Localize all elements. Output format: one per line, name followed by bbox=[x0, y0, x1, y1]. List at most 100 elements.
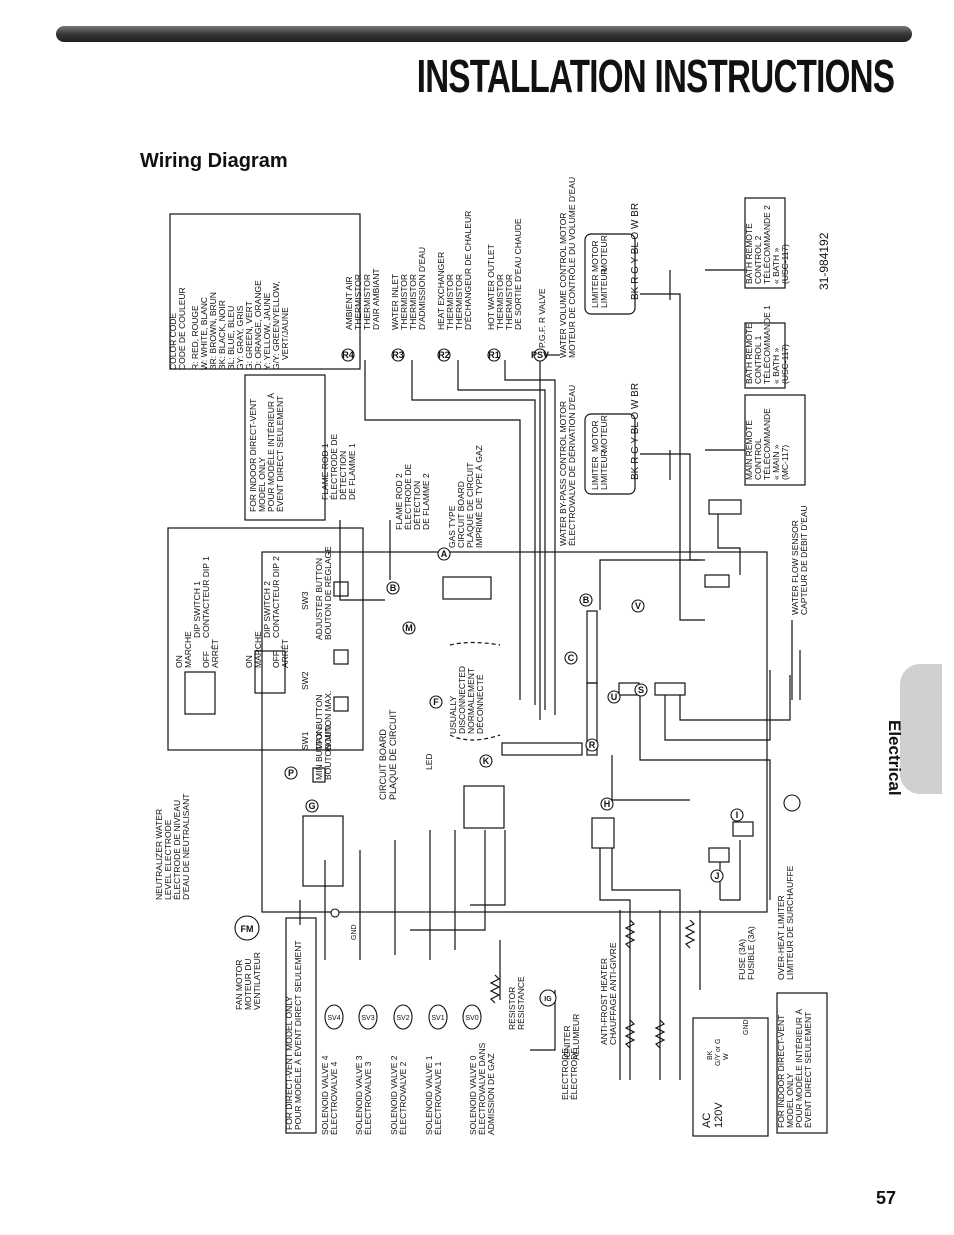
limiter-label-1: LIMITER LIMITEUR bbox=[590, 268, 609, 308]
svg-text:FUSE (3A): FUSE (3A) bbox=[737, 939, 747, 980]
tag-k: K bbox=[483, 756, 490, 766]
svg-text:« BATH »: « BATH » bbox=[771, 348, 781, 384]
dip-switch-2 bbox=[254, 650, 286, 694]
svg-text:HEAT EXCHANGER: HEAT EXCHANGER bbox=[436, 252, 446, 330]
svg-text:THERMISTOR: THERMISTOR bbox=[495, 274, 505, 330]
svg-text:ÉLECTROVALVE DANS: ÉLECTROVALVE DANS bbox=[477, 1042, 487, 1135]
svg-text:LEVEL ELECTRODE: LEVEL ELECTRODE bbox=[163, 819, 173, 900]
svg-text:ELECTRODE: ELECTRODE bbox=[560, 1048, 570, 1100]
svg-text:R: RED, ROUGE: R: RED, ROUGE bbox=[190, 305, 200, 370]
svg-text:ÉLECTROVALVE DE DÉRIVATION D'E: ÉLECTROVALVE DE DÉRIVATION D'EAU bbox=[567, 385, 577, 546]
dip-switch-2-label: ON MARCHE DIP SWITCH 2 CONTACTEUR DIP 2 … bbox=[244, 556, 290, 668]
svg-text:CAPTEUR DE DÉBIT D'EAU: CAPTEUR DE DÉBIT D'EAU bbox=[799, 505, 809, 615]
svg-text:« MAIN »: « MAIN » bbox=[771, 444, 781, 480]
svg-text:NORMALEMENT: NORMALEMENT bbox=[466, 668, 476, 734]
fan-motor-label: FAN MOTOR MOTEUR DU VENTILATEUR bbox=[234, 952, 262, 1010]
sw1-button bbox=[333, 696, 349, 712]
direct-vent-note-box bbox=[285, 917, 317, 1134]
bath-remote-1-box bbox=[744, 322, 786, 389]
svg-text:CHAUFFAGE ANTI-GIVRE: CHAUFFAGE ANTI-GIVRE bbox=[608, 942, 618, 1045]
svg-text:MARCHE: MARCHE bbox=[253, 631, 263, 668]
svg-text:ON: ON bbox=[174, 655, 184, 668]
sv3-tag: SV3 bbox=[361, 1015, 374, 1022]
svg-text:WATER VOLUME CONTROL MOTOR: WATER VOLUME CONTROL MOTOR bbox=[558, 213, 568, 358]
svg-text:ANTI-FROST HEATER: ANTI-FROST HEATER bbox=[599, 958, 609, 1045]
tag-v: V bbox=[635, 601, 641, 611]
svg-text:DE SORTIE D'EAU CHAUDE: DE SORTIE D'EAU CHAUDE bbox=[513, 218, 523, 330]
thermistor-r2-label: HEAT EXCHANGER THERMISTOR THERMISTOR D'É… bbox=[436, 211, 473, 330]
tag-b: B bbox=[390, 583, 397, 593]
ac-plug-box bbox=[692, 1017, 769, 1137]
tag-b2: B bbox=[583, 595, 590, 605]
svg-text:MAX BUTTON: MAX BUTTON bbox=[314, 694, 324, 750]
svg-text:BL: BLUE, BLEU: BL: BLUE, BLEU bbox=[226, 306, 236, 370]
header-bar bbox=[56, 26, 912, 42]
gnd-label-ac: GND bbox=[743, 1019, 750, 1035]
svg-text:G/Y: GREEN/YELLOW,: G/Y: GREEN/YELLOW, bbox=[271, 281, 281, 370]
svg-text:« BATH »: « BATH » bbox=[771, 248, 781, 284]
svg-text:G: GREEN, VERT: G: GREEN, VERT bbox=[244, 301, 254, 370]
page-number: 57 bbox=[875, 1188, 896, 1208]
bypass-motor-box bbox=[584, 413, 636, 495]
gas-type-board-label: GAS TYPE CIRCUIT BOARD PLAQUE DE CIRCUIT… bbox=[447, 445, 484, 548]
bath-remote-2-label: BATH REMOTE CONTROL 2 TÉLÉCOMMANDE 2 « B… bbox=[744, 205, 790, 284]
svg-text:MODEL ONLY: MODEL ONLY bbox=[257, 457, 267, 512]
svg-text:CONTACTEUR DIP 1: CONTACTEUR DIP 1 bbox=[201, 556, 211, 638]
svg-text:ÉLECTRODE DE: ÉLECTRODE DE bbox=[403, 464, 413, 530]
tag-r4: R4 bbox=[342, 350, 354, 360]
thermistor-r4-label: AMBIENT AIR THERMISTOR THERMISTOR D'AIR … bbox=[344, 268, 381, 330]
svg-text:THERMISTOR: THERMISTOR bbox=[353, 274, 363, 330]
svg-text:DE FLAMME 1: DE FLAMME 1 bbox=[347, 443, 357, 500]
color-code-legend: COLOR CODE CODE DE COULEUR R: RED, ROUGE… bbox=[168, 280, 290, 370]
svg-text:D'ÉCHANGEUR DE CHALEUR: D'ÉCHANGEUR DE CHALEUR bbox=[463, 211, 473, 330]
main-remote-box bbox=[744, 394, 806, 486]
svg-text:FOR DIRECT-VENT MODEL ONLY: FOR DIRECT-VENT MODEL ONLY bbox=[284, 996, 294, 1130]
svg-text:D'EAU DE NEUTRALISANT: D'EAU DE NEUTRALISANT bbox=[181, 794, 191, 900]
svg-text:FLAME ROD 2: FLAME ROD 2 bbox=[394, 473, 404, 530]
sv4-tag: SV4 bbox=[327, 1015, 340, 1022]
svg-text:TÉLÉCOMMANDE: TÉLÉCOMMANDE bbox=[762, 408, 772, 480]
svg-text:CONTROL: CONTROL bbox=[753, 438, 763, 480]
svg-text:DÉTECTION: DÉTECTION bbox=[412, 481, 422, 530]
usually-disconnected-label: USUALLY DISCONNECTED NORMALEMENT DÉCONNE… bbox=[448, 666, 485, 734]
svg-text:IMPRIMÉ DE TYPE À GAZ: IMPRIMÉ DE TYPE À GAZ bbox=[474, 445, 484, 548]
svg-text:MOTEUR: MOTEUR bbox=[599, 235, 609, 272]
svg-text:(USC-117): (USC-117) bbox=[780, 244, 790, 284]
sw2-button bbox=[333, 649, 349, 665]
svg-text:ÉVENT DIRECT SEULEMENT: ÉVENT DIRECT SEULEMENT bbox=[803, 1012, 813, 1128]
svg-text:DE FLAMME 2: DE FLAMME 2 bbox=[421, 473, 431, 530]
svg-text:FOR INDOOR DIRECT-VENT: FOR INDOOR DIRECT-VENT bbox=[248, 399, 258, 512]
tag-c: C bbox=[568, 653, 575, 663]
indoor-note-bottom: FOR INDOOR DIRECT-VENT MODEL ONLY POUR M… bbox=[776, 1009, 813, 1128]
water-volume-motor-label: WATER VOLUME CONTROL MOTOR MOTEUR DE CON… bbox=[558, 177, 577, 358]
svg-text:BATH REMOTE: BATH REMOTE bbox=[744, 323, 754, 384]
main-remote-label: MAIN REMOTE CONTROL TÉLÉCOMMANDE « MAIN … bbox=[744, 408, 790, 480]
page-title: INSTALLATION INSTRUCTIONS bbox=[416, 50, 894, 102]
svg-text:BK R G Y BL O W BR: BK R G Y BL O W BR bbox=[630, 203, 641, 300]
svg-text:120V: 120V bbox=[713, 1102, 725, 1128]
motor-wires-2: BK R G Y BL O W BR bbox=[630, 383, 641, 480]
flame-rod-1-label: FLAME ROD 1 ÉLECTRODE DE DÉTECTION DE FL… bbox=[320, 434, 357, 500]
svg-text:(USC-117): (USC-117) bbox=[780, 344, 790, 384]
svg-text:ALLUMEUR: ALLUMEUR bbox=[571, 1014, 581, 1060]
igniter-label: IGNITER ALLUMEUR bbox=[562, 1014, 581, 1060]
svg-text:OVER-HEAT LIMITER: OVER-HEAT LIMITER bbox=[776, 895, 786, 980]
sw2-label: SW2 MAX BUTTON BOUTON MAX. bbox=[300, 671, 333, 750]
svg-text:MIN BUTTON: MIN BUTTON bbox=[314, 727, 324, 780]
overheat-label: OVER-HEAT LIMITER LIMITEUR DE SURCHAUFFE bbox=[776, 865, 795, 980]
svg-text:LIMITEUR DE SURCHAUFFE: LIMITEUR DE SURCHAUFFE bbox=[785, 865, 795, 980]
doc-number: 31-984192 bbox=[817, 232, 831, 290]
svg-text:WATER BY-PASS CONTROL MOTOR: WATER BY-PASS CONTROL MOTOR bbox=[558, 401, 568, 546]
svg-text:BOUTON MIN.: BOUTON MIN. bbox=[323, 723, 333, 780]
volume-motor-box bbox=[584, 233, 636, 315]
limiter-label-2: LIMITER LIMITEUR bbox=[590, 450, 609, 490]
svg-text:THERMISTOR: THERMISTOR bbox=[445, 274, 455, 330]
sv1-label: SOLENOID VALVE 1 ÉLECTROVALVE 1 bbox=[424, 1055, 443, 1135]
svg-text:BOUTON MAX.: BOUTON MAX. bbox=[323, 691, 333, 750]
tag-r2: R2 bbox=[438, 350, 450, 360]
svg-text:ÉLECTRODE DE NIVEAU: ÉLECTRODE DE NIVEAU bbox=[172, 800, 182, 900]
svg-text:POUR MODÈLE INTÉRIEUR À: POUR MODÈLE INTÉRIEUR À bbox=[266, 393, 276, 512]
svg-text:CONTROL 1: CONTROL 1 bbox=[753, 335, 763, 384]
svg-text:SW2: SW2 bbox=[300, 671, 310, 690]
svg-text:BK R G Y BL O W BR: BK R G Y BL O W BR bbox=[630, 383, 641, 480]
